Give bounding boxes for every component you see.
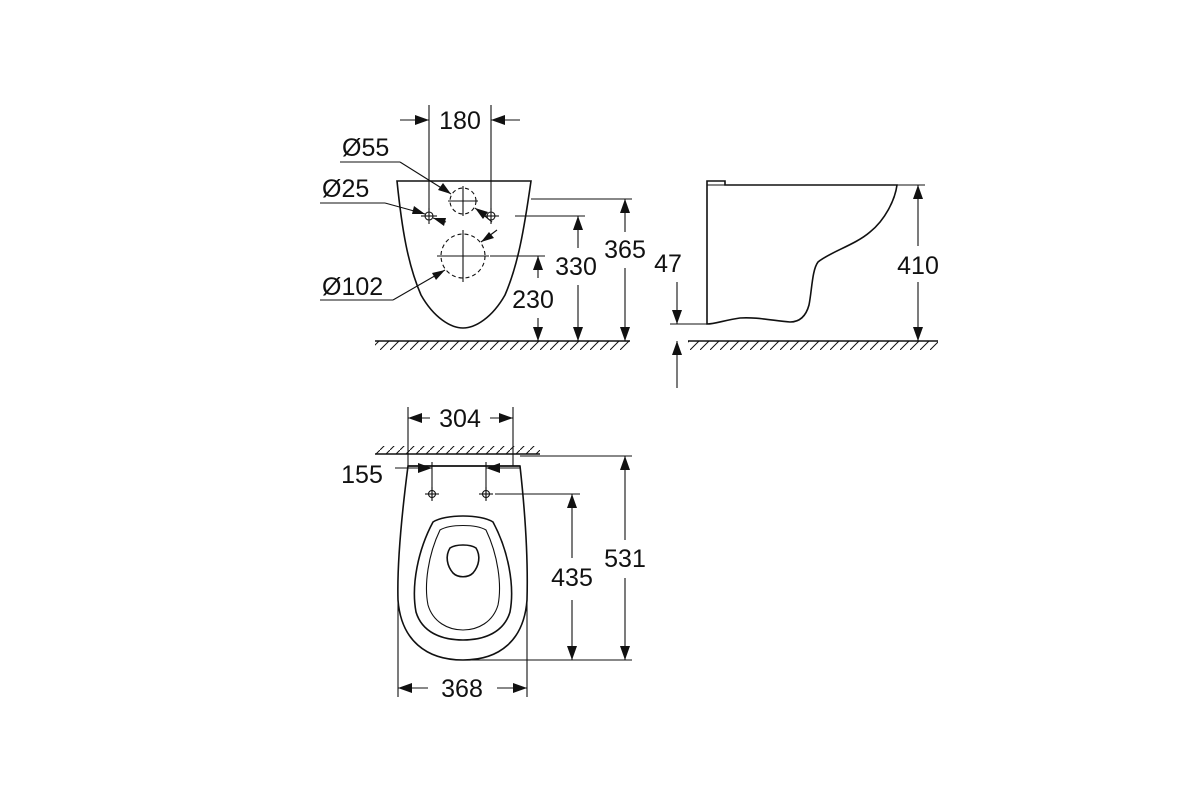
top-view: 304 155 435 531 bbox=[341, 405, 646, 703]
side-view: 47 410 bbox=[654, 180, 939, 388]
toilet-seat-inner bbox=[425, 524, 501, 631]
dimension-d102: Ø102 bbox=[320, 229, 498, 301]
dimension-155: 155 bbox=[341, 461, 520, 500]
dim-47-label: 47 bbox=[654, 250, 682, 278]
dimension-d25: Ø25 bbox=[320, 175, 447, 226]
dim-155-label: 155 bbox=[341, 461, 383, 489]
dim-410-label: 410 bbox=[897, 252, 939, 280]
dimension-304: 304 bbox=[407, 405, 514, 466]
dimension-180: 180 bbox=[400, 105, 520, 210]
top-wall-line bbox=[375, 446, 540, 455]
dim-368-label: 368 bbox=[441, 675, 483, 703]
dimension-330: 330 bbox=[515, 215, 597, 341]
side-body-outline bbox=[706, 180, 898, 325]
dim-435-label: 435 bbox=[551, 564, 593, 592]
dim-365-label: 365 bbox=[604, 236, 646, 264]
dimension-d55: Ø55 bbox=[340, 134, 493, 223]
dim-330-label: 330 bbox=[555, 253, 597, 281]
dimension-435: 435 bbox=[495, 493, 593, 660]
front-view: 180 Ø55 Ø25 Ø102 bbox=[320, 105, 646, 350]
dimension-230: 230 bbox=[490, 255, 554, 341]
dim-d55-label: Ø55 bbox=[342, 134, 389, 162]
front-floor-line bbox=[375, 340, 630, 350]
dimension-365: 365 bbox=[531, 198, 646, 341]
dim-230-label: 230 bbox=[512, 286, 554, 314]
dimension-47: 47 bbox=[654, 250, 707, 388]
dimension-410: 410 bbox=[897, 184, 939, 341]
dim-531-label: 531 bbox=[604, 545, 646, 573]
dim-d25-label: Ø25 bbox=[322, 175, 369, 203]
front-bowl-outline bbox=[396, 180, 532, 329]
dim-d102-label: Ø102 bbox=[322, 273, 383, 301]
dimension-368: 368 bbox=[397, 600, 528, 703]
toilet-seat-outline bbox=[413, 515, 513, 641]
dimension-531: 531 bbox=[463, 455, 646, 661]
dim-304-label: 304 bbox=[439, 405, 481, 433]
bowl-opening bbox=[446, 544, 480, 578]
side-floor-line bbox=[688, 340, 938, 350]
dim-180-label: 180 bbox=[439, 107, 481, 135]
